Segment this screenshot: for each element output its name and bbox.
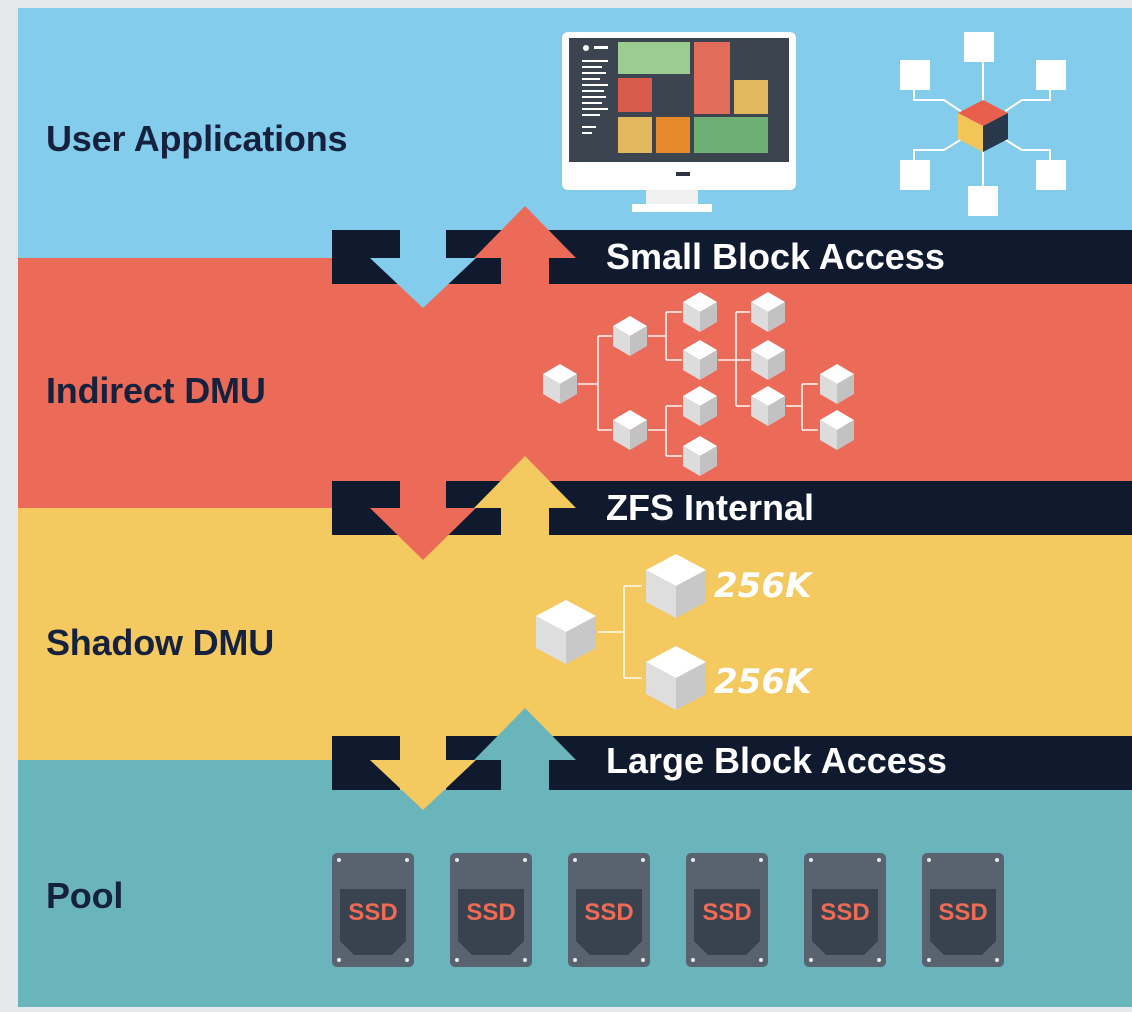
ssd-label: SSD (466, 899, 515, 926)
ssd-label: SSD (938, 899, 987, 926)
ssd-label: SSD (702, 899, 751, 926)
down-arrow-icon (370, 258, 476, 308)
small-block-access-bar (332, 230, 1132, 284)
layer-label-user-applications: User Applications (46, 118, 348, 159)
ssd-disk: SSD (568, 853, 650, 967)
down-arrow-icon (370, 508, 476, 560)
block-size-label: 256K (714, 566, 812, 606)
block-size-label: 256K (714, 662, 812, 702)
down-arrow-icon (370, 760, 476, 810)
bar-label-small-block-access: Small Block Access (606, 236, 945, 277)
ssd-label: SSD (348, 899, 397, 926)
ssd-label: SSD (820, 899, 869, 926)
ssd-disk: SSD (922, 853, 1004, 967)
ssd-disk: SSD (332, 853, 414, 967)
up-arrow-icon (474, 708, 576, 760)
ssd-disk: SSD (686, 853, 768, 967)
shadow-block-tree (536, 554, 706, 710)
bar-label-zfs-internal: ZFS Internal (606, 487, 815, 528)
layer-label-shadow-dmu: Shadow DMU (46, 622, 274, 663)
pool-disks: SSD SSD SSD SSD SSD SSD (332, 853, 1004, 967)
indirect-block-tree (543, 292, 854, 476)
up-arrow-icon (474, 456, 576, 508)
ssd-label: SSD (584, 899, 633, 926)
layer-label-pool: Pool (46, 875, 124, 916)
monitor-icon (562, 32, 796, 212)
up-arrow-icon (474, 206, 576, 258)
ssd-disk: SSD (804, 853, 886, 967)
network-hub-icon (900, 32, 1066, 216)
bar-label-large-block-access: Large Block Access (606, 740, 947, 781)
ssd-disk: SSD (450, 853, 532, 967)
layer-label-indirect-dmu: Indirect DMU (46, 370, 266, 411)
